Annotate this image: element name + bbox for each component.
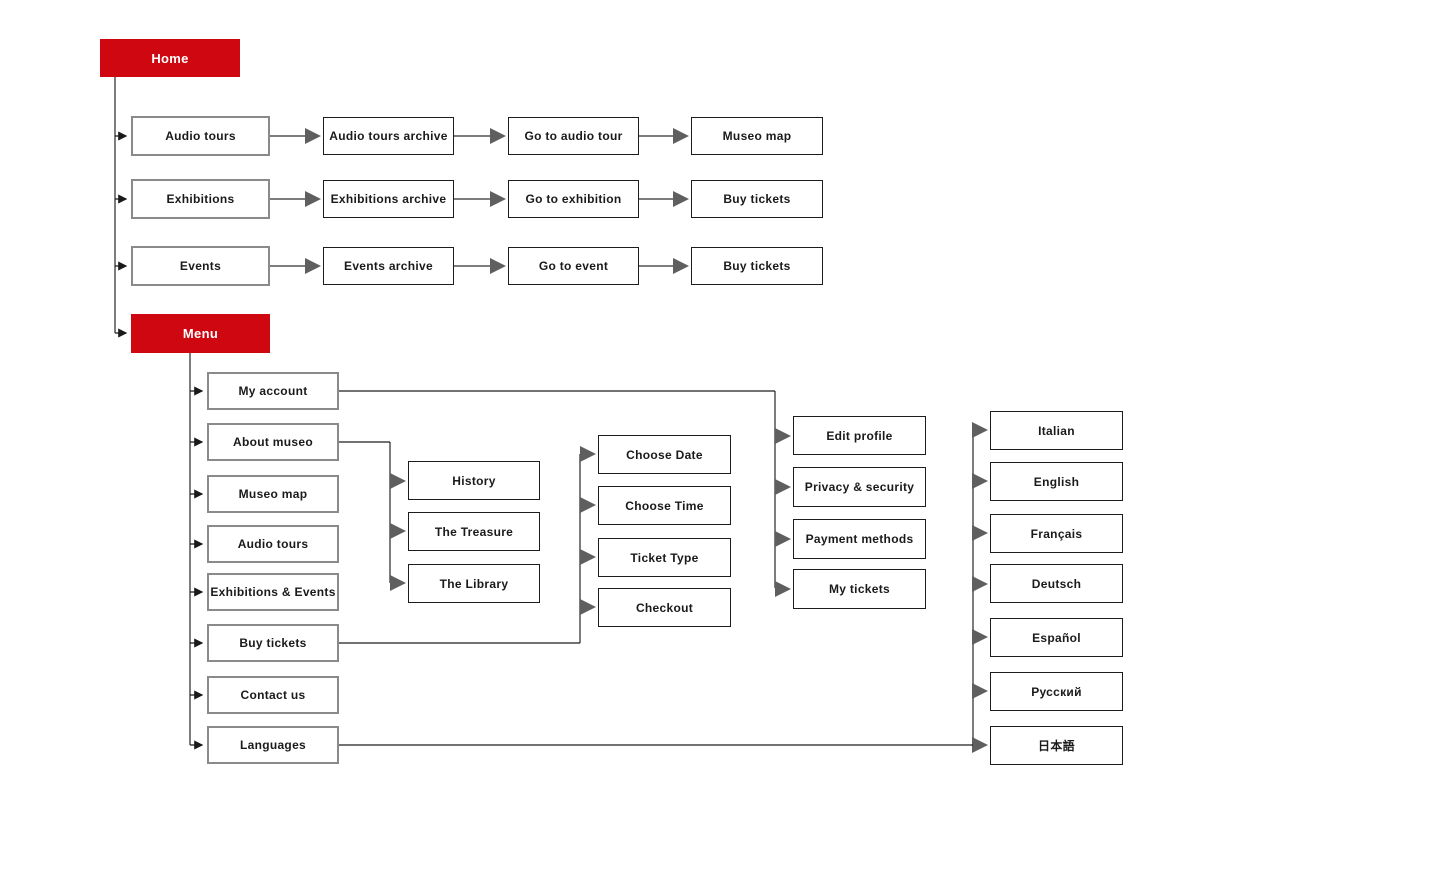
node-lang-francais: Français — [990, 514, 1123, 553]
node-edit-profile: Edit profile — [793, 416, 926, 455]
node-lang-espanol: Español — [990, 618, 1123, 657]
node-go-to-exhibition: Go to exhibition — [508, 180, 639, 218]
node-about-museo: About museo — [207, 423, 339, 461]
node-lang-japanese: 日本語 — [990, 726, 1123, 765]
node-ticket-type: Ticket Type — [598, 538, 731, 577]
gray-arrows — [270, 128, 988, 753]
node-events-archive: Events archive — [323, 247, 454, 285]
node-home: Home — [100, 39, 240, 77]
node-my-account: My account — [207, 372, 339, 410]
node-buy-tickets-event: Buy tickets — [691, 247, 823, 285]
node-exhibitions: Exhibitions — [131, 179, 270, 219]
node-payment-methods: Payment methods — [793, 519, 926, 559]
node-exhibitions-archive: Exhibitions archive — [323, 180, 454, 218]
node-exhibitions-events: Exhibitions & Events — [207, 573, 339, 611]
node-museo-map-menu: Museo map — [207, 475, 339, 513]
node-buy-tickets-menu: Buy tickets — [207, 624, 339, 662]
node-museo-map: Museo map — [691, 117, 823, 155]
node-audio-tours: Audio tours — [131, 116, 270, 156]
node-lang-russian: Русский — [990, 672, 1123, 711]
node-menu: Menu — [131, 314, 270, 353]
node-contact-us: Contact us — [207, 676, 339, 714]
node-buy-tickets-exhibition: Buy tickets — [691, 180, 823, 218]
node-checkout: Checkout — [598, 588, 731, 627]
node-lang-english: English — [990, 462, 1123, 501]
node-events: Events — [131, 246, 270, 286]
node-the-treasure: The Treasure — [408, 512, 540, 551]
node-choose-time: Choose Time — [598, 486, 731, 525]
node-privacy-security: Privacy & security — [793, 467, 926, 507]
dark-arrows — [115, 131, 204, 750]
node-lang-deutsch: Deutsch — [990, 564, 1123, 603]
node-languages: Languages — [207, 726, 339, 764]
node-my-tickets: My tickets — [793, 569, 926, 609]
node-audio-tours-menu: Audio tours — [207, 525, 339, 563]
node-lang-italian: Italian — [990, 411, 1123, 450]
node-choose-date: Choose Date — [598, 435, 731, 474]
node-the-library: The Library — [408, 564, 540, 603]
node-go-to-event: Go to event — [508, 247, 639, 285]
node-audio-tours-archive: Audio tours archive — [323, 117, 454, 155]
node-go-to-audio-tour: Go to audio tour — [508, 117, 639, 155]
node-history: History — [408, 461, 540, 500]
feed-lines — [339, 390, 973, 746]
